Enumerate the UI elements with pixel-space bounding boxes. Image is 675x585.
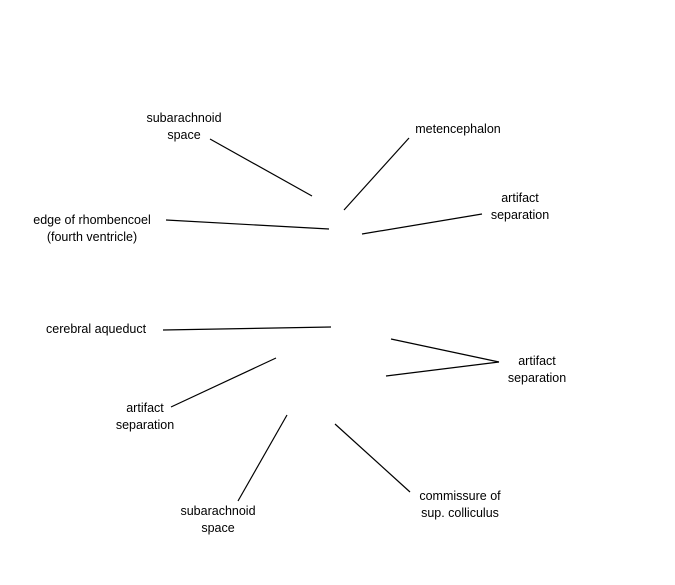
- label-line: space: [201, 521, 235, 535]
- label-artifact-separation-left: artifact separation: [116, 400, 174, 434]
- label-edge-of-rhombencoel: edge of rhombencoel (fourth ventricle): [33, 212, 150, 246]
- leader-line-artifact-left: [170, 357, 277, 408]
- label-line: artifact: [126, 401, 164, 415]
- leader-line-subarachnoid-bottom: [237, 414, 288, 502]
- label-artifact-separation-right: artifact separation: [508, 353, 566, 387]
- leader-line-artifact-right-a: [390, 338, 500, 363]
- label-line: artifact: [518, 354, 556, 368]
- leader-line-commissure: [334, 423, 411, 493]
- label-line: space: [167, 128, 201, 142]
- label-artifact-separation-upper-right: artifact separation: [491, 190, 549, 224]
- label-line: artifact: [501, 191, 539, 205]
- leader-line-subarachnoid-top: [209, 138, 313, 197]
- label-line: separation: [490, 208, 550, 222]
- label-line: subarachnoid: [180, 504, 256, 518]
- label-subarachnoid-space-bottom: subarachnoid space: [180, 503, 255, 537]
- leader-line-artifact-upper-right: [361, 213, 483, 235]
- leader-line-edge-rhombencoel: [165, 219, 330, 230]
- label-line: separation: [507, 371, 567, 385]
- label-line: cerebral aqueduct: [46, 322, 147, 336]
- label-line: sup. colliculus: [421, 506, 499, 520]
- label-line: separation: [115, 418, 175, 432]
- label-line: metencephalon: [415, 122, 501, 136]
- label-commissure-of-sup-colliculus: commissure of sup. colliculus: [419, 488, 500, 522]
- label-metencephalon: metencephalon: [415, 121, 500, 138]
- label-subarachnoid-space-top: subarachnoid space: [146, 110, 221, 144]
- label-line: subarachnoid: [146, 111, 222, 125]
- leader-line-cerebral-aqueduct: [162, 326, 332, 331]
- leader-line-artifact-right-b: [385, 361, 500, 377]
- leader-line-metencephalon: [343, 137, 410, 211]
- label-line: edge of rhombencoel: [33, 213, 151, 227]
- label-line: (fourth ventricle): [46, 230, 138, 244]
- label-cerebral-aqueduct: cerebral aqueduct: [46, 321, 146, 338]
- label-line: commissure of: [419, 489, 501, 503]
